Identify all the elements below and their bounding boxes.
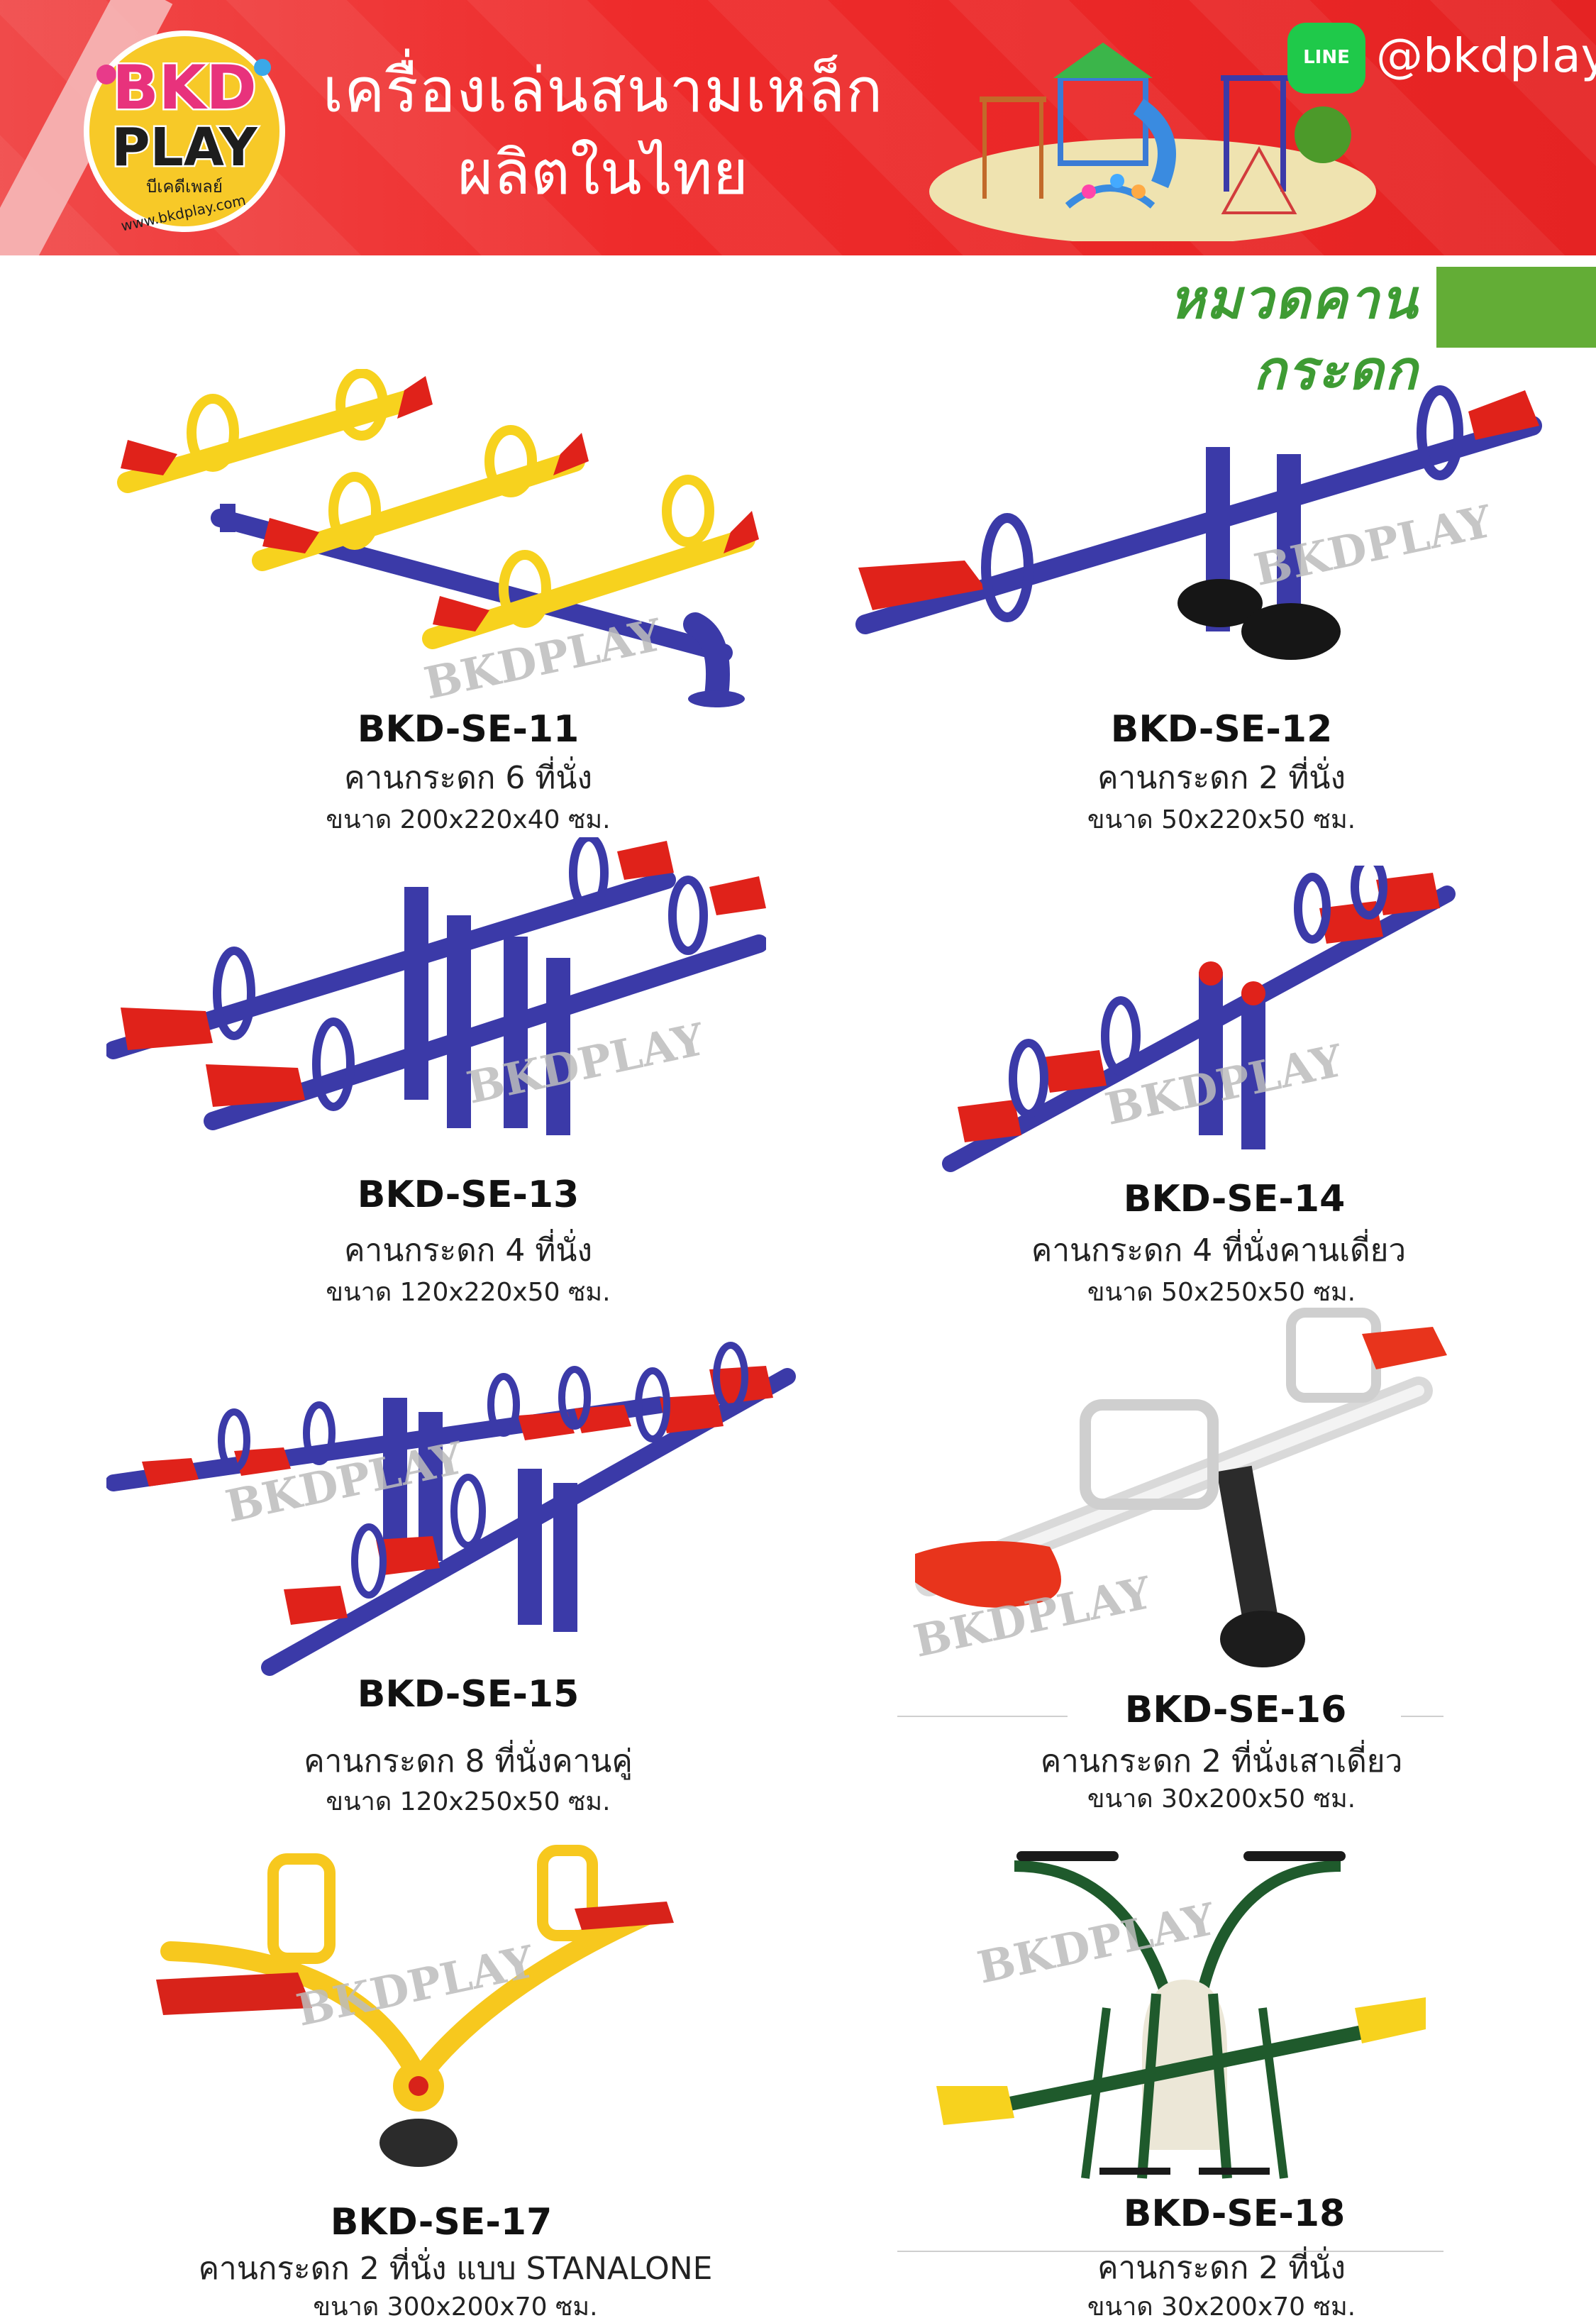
divider	[1401, 1716, 1443, 1717]
divider	[897, 1716, 1068, 1717]
product-name: คานกระดก 2 ที่นั่ง แบบ STANALONE	[198, 2251, 713, 2287]
product-code: BKD-SE-15	[357, 1673, 580, 1716]
product-size: ขนาด 300x200x70 ซม.	[313, 2292, 598, 2322]
product-size: ขนาด 200x220x40 ซม.	[326, 805, 611, 834]
product-image-se-13[interactable]: BKDPLAY	[106, 837, 766, 1142]
logo-text-bkd: BKD	[112, 53, 257, 123]
product-code: BKD-SE-17	[330, 2201, 553, 2244]
product-name: คานกระดก 4 ที่นั่งคานเดี่ยว	[1031, 1232, 1407, 1269]
product-image-se-14[interactable]: BKDPLAY	[936, 866, 1461, 1178]
product-size: ขนาด 30x200x50 ซม.	[1087, 1784, 1356, 1814]
product-code: BKD-SE-11	[357, 708, 580, 751]
product-code: BKD-SE-13	[357, 1174, 580, 1216]
watermark: BKDPLAY	[973, 1893, 1220, 1994]
divider	[897, 2251, 1443, 2252]
product-size: ขนาด 120x250x50 ซม.	[326, 1787, 611, 1816]
product-image-se-18[interactable]: BKDPLAY	[929, 1838, 1440, 2192]
product-name: คานกระดก 8 ที่นั่งคานคู่	[304, 1743, 633, 1780]
bkd-play-logo[interactable]: BKD PLAY บีเคดีเพลย์ www.bkdplay.com	[78, 25, 291, 238]
product-size: ขนาด 50x220x50 ซม.	[1087, 805, 1356, 834]
product-code: BKD-SE-12	[1110, 708, 1333, 751]
product-code: BKD-SE-14	[1123, 1178, 1346, 1220]
banner-title-line2: ผลิตในไทย	[457, 138, 749, 209]
product-name: คานกระดก 2 ที่นั่งเสาเดี่ยว	[1040, 1743, 1403, 1780]
product-image-se-15[interactable]: BKDPLAY	[106, 1327, 802, 1682]
product-name: คานกระดก 4 ที่นั่ง	[344, 1232, 592, 1269]
product-name: คานกระดก 6 ที่นั่ง	[344, 760, 592, 796]
playground-illustration	[929, 43, 1376, 241]
header-banner: BKD PLAY บีเคดีเพลย์ www.bkdplay.com เคร…	[0, 0, 1596, 255]
line-app-icon[interactable]: LINE	[1287, 23, 1365, 94]
logo-text-play: PLAY	[111, 117, 258, 178]
logo-text-thai: บีเคดีเพลย์	[146, 177, 223, 197]
product-image-se-16[interactable]: BKDPLAY	[837, 1298, 1475, 1696]
product-image-se-11[interactable]: BKDPLAY	[113, 369, 794, 717]
product-size: ขนาด 120x220x50 ซม.	[326, 1278, 611, 1307]
product-code: BKD-SE-18	[1123, 2192, 1346, 2235]
banner-title-line1: เครื่องเล่นสนามเหล็ก	[322, 55, 884, 126]
category-accent-bar	[1436, 267, 1596, 348]
line-handle[interactable]: @bkdplay	[1376, 28, 1596, 83]
product-image-se-17[interactable]: BKDPLAY	[149, 1845, 688, 2178]
line-badge-label: LINE	[1303, 47, 1350, 68]
product-image-se-12[interactable]: BKDPLAY	[851, 369, 1546, 667]
category-title: หมวดคานกระดก	[1169, 267, 1419, 402]
product-name: คานกระดก 2 ที่นั่ง	[1097, 2250, 1346, 2286]
product-name: คานกระดก 2 ที่นั่ง	[1097, 760, 1346, 796]
product-code: BKD-SE-16	[1124, 1689, 1347, 1731]
product-size: ขนาด 30x200x70 ซม.	[1087, 2292, 1356, 2322]
product-size: ขนาด 50x250x50 ซม.	[1087, 1278, 1356, 1307]
